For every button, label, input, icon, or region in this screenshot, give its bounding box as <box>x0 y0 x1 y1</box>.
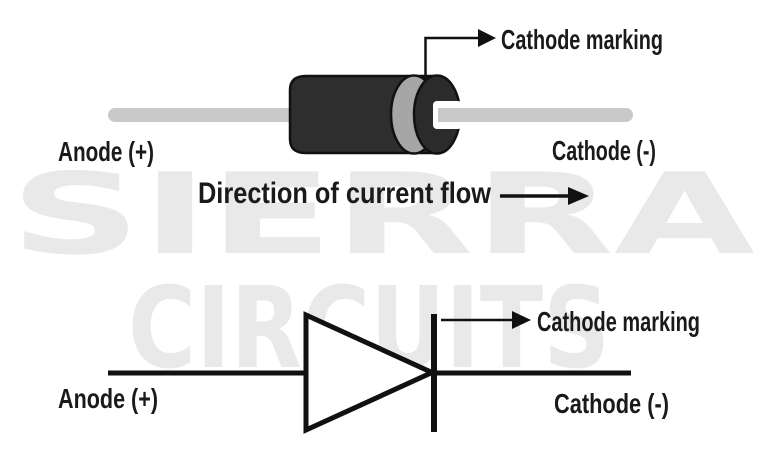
cathode-marking-callout-line <box>424 36 478 80</box>
symbol-cathode-marking-label: Cathode marking <box>537 306 700 337</box>
physical-diode-figure: Cathode marking Anode (+) Cathode (-) Di… <box>58 24 663 210</box>
symbol-arrow-right-icon <box>512 311 531 329</box>
watermark-sierra: SIERRA <box>10 150 756 280</box>
direction-arrow-head-icon <box>568 187 589 205</box>
diode-symbol-figure: Cathode marking Anode (+) Cathode (-) <box>58 306 700 434</box>
direction-label: Direction of current flow <box>198 177 492 210</box>
symbol-cathode-label: Cathode (-) <box>554 388 669 419</box>
arrow-right-icon <box>478 29 496 47</box>
cathode-label: Cathode (-) <box>552 135 656 166</box>
symbol-anode-label: Anode (+) <box>58 383 158 414</box>
diode-symbol-triangle <box>303 311 439 434</box>
cathode-marking-label: Cathode marking <box>501 24 663 55</box>
lead-stub <box>438 108 464 122</box>
anode-label: Anode (+) <box>58 136 154 167</box>
